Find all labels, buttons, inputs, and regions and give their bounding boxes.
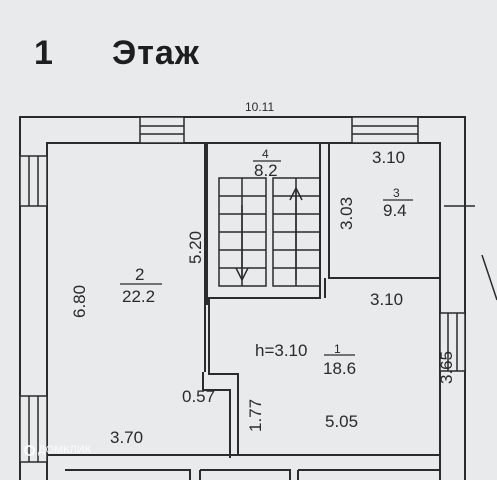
room4-number: 4 bbox=[262, 147, 269, 161]
room1-notch bbox=[202, 372, 231, 458]
room1-left-wall bbox=[208, 305, 239, 455]
dim-room1-width-bottom: 5.05 bbox=[325, 412, 358, 431]
door-swing bbox=[481, 254, 497, 301]
watermark-text: ДОМКЛИК bbox=[38, 444, 92, 456]
room1-number: 1 bbox=[334, 342, 341, 356]
room3-number: 3 bbox=[393, 186, 400, 200]
room1-area: 18.6 bbox=[323, 359, 356, 378]
dim-room3-height: 3.03 bbox=[337, 197, 356, 230]
domclick-logo-icon bbox=[24, 444, 35, 456]
bottom-window-0 bbox=[65, 469, 191, 480]
watermark: ДОМКЛИК bbox=[24, 444, 91, 456]
dim-room1-height: 3.65 bbox=[437, 351, 456, 384]
dim-room2-height: 6.80 bbox=[70, 285, 89, 318]
floor-number: 1 bbox=[34, 34, 54, 72]
room3-area: 9.4 bbox=[383, 201, 407, 220]
window-right bbox=[439, 312, 466, 372]
room4-area: 8.2 bbox=[254, 161, 278, 180]
dim-stair-height: 5.20 bbox=[186, 231, 205, 264]
window-top-right bbox=[351, 116, 419, 144]
dim-overall-width: 10.11 bbox=[245, 100, 274, 114]
dim-step-b: 1.77 bbox=[246, 399, 265, 432]
walls bbox=[19, 116, 497, 480]
room3-wall bbox=[328, 143, 440, 279]
window-left-bottom bbox=[19, 395, 48, 463]
staircase bbox=[218, 177, 321, 287]
floor-label: Этаж bbox=[112, 34, 200, 72]
dim-room1-width-top: 3.10 bbox=[370, 290, 403, 309]
window-top-left bbox=[139, 116, 185, 144]
dim-room2-width: 3.70 bbox=[110, 428, 143, 447]
room2-area: 22.2 bbox=[122, 287, 155, 306]
window-left-top bbox=[19, 155, 48, 207]
outer-wall bbox=[19, 116, 466, 480]
room2-number: 2 bbox=[135, 265, 144, 284]
dim-step-a: 0.57 bbox=[182, 387, 215, 406]
windows bbox=[19, 116, 466, 463]
inner-wall-outline bbox=[46, 142, 441, 480]
dim-room3-width: 3.10 bbox=[372, 148, 405, 167]
bottom-window-1 bbox=[200, 469, 291, 480]
ceiling-height: h=3.10 bbox=[255, 341, 307, 360]
